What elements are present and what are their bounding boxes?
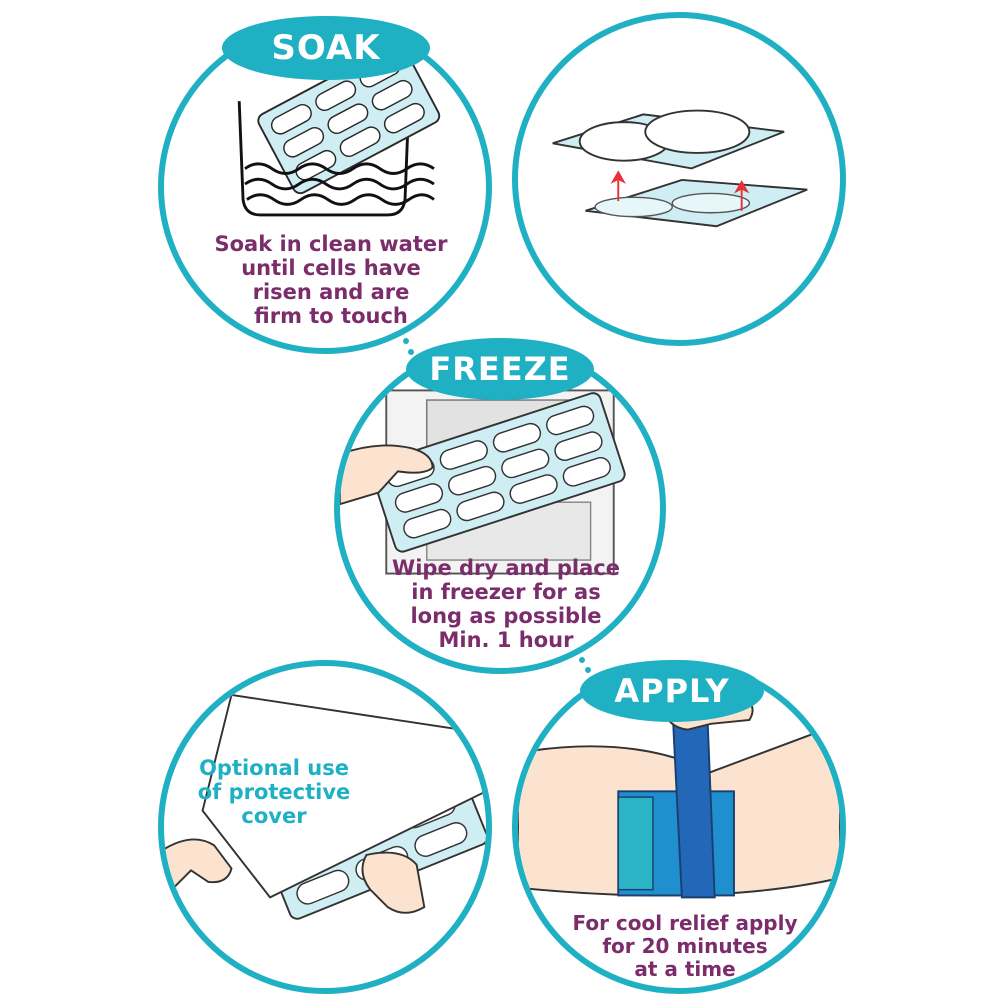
right-hand-icon	[361, 851, 426, 914]
apply-caption: For cool relief apply for 20 minutes at …	[518, 911, 840, 981]
cover-illustration	[164, 693, 486, 920]
freeze-caption-line: Min. 1 hour	[438, 628, 574, 653]
hand-icon	[340, 444, 434, 506]
soak-caption: Soak in clean water until cells have ris…	[164, 232, 486, 329]
apply-caption-line: For cool relief apply	[572, 911, 798, 935]
soak-title-banner: SOAK	[222, 16, 430, 80]
soak-caption-line: firm to touch	[254, 304, 408, 329]
water-waves	[244, 162, 435, 206]
freeze-caption-line: Wipe dry and place	[392, 556, 620, 580]
freeze-caption: Wipe dry and place in freezer for as lon…	[340, 556, 660, 653]
soak-caption-line: Soak in clean water	[214, 232, 448, 256]
freeze-caption-line: long as possible	[410, 604, 602, 629]
freeze-step-circle: Wipe dry and place in freezer for as lon…	[334, 342, 666, 674]
cover-caption-line: of protective	[197, 780, 351, 805]
cover-caption-line: cover	[241, 804, 307, 829]
cover-caption: Optional use of protective cover	[174, 756, 374, 828]
rise-arrows	[610, 170, 750, 211]
rise-step-circle	[512, 12, 846, 346]
rise-illustration	[552, 109, 808, 228]
cover-caption-line: Optional use	[199, 756, 349, 780]
raised-cell	[644, 109, 751, 154]
cover-step-circle: Optional use of protective cover	[158, 660, 492, 994]
apply-caption-line: at a time	[634, 957, 736, 981]
freeze-caption-line: in freezer for as	[411, 580, 601, 605]
soak-caption-line: risen and are	[252, 280, 410, 305]
left-hand-icon	[164, 838, 233, 899]
protective-cover-sheet	[201, 693, 486, 899]
freeze-illustration	[340, 389, 626, 575]
gel-cell-tray	[369, 392, 626, 553]
apply-title-banner: APPLY	[580, 660, 764, 722]
apply-caption-line: for 20 minutes	[602, 934, 768, 958]
freeze-title-banner: FREEZE	[406, 338, 594, 400]
soak-caption-line: until cells have	[241, 256, 421, 281]
